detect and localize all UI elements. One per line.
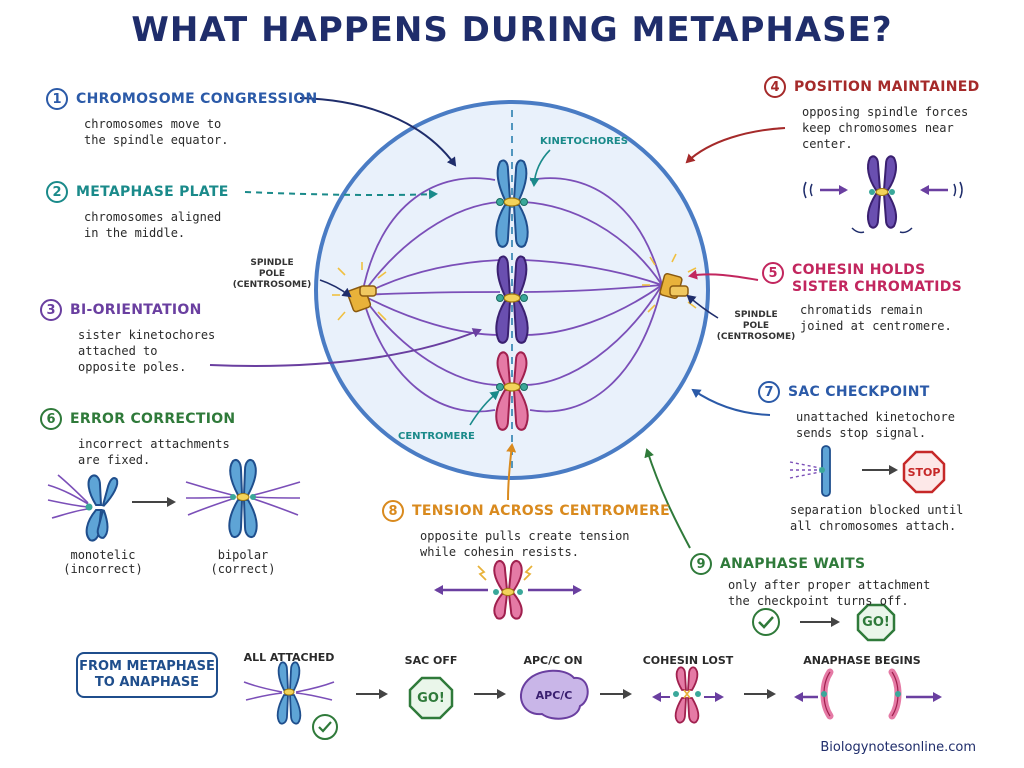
callout-title: CHROMOSOME CONGRESSION — [76, 90, 318, 107]
seq-go-sign — [408, 676, 454, 720]
bipolar-chromosome — [185, 459, 301, 538]
stop-sign-text: STOP — [907, 465, 941, 479]
callout-number: 9 — [690, 553, 712, 575]
monotelic-label: monotelic (incorrect) — [63, 548, 143, 576]
spindle-fibers — [361, 177, 663, 413]
anaphase-go-text: GO! — [862, 615, 890, 630]
callout-body: chromosomes aligned in the middle. — [84, 210, 222, 240]
callout-metaphase-plate: 2 METAPHASE PLATE chromosomes aligned in … — [46, 181, 296, 241]
callout-body: sister kinetochores attached to opposite… — [78, 328, 216, 374]
callout-title: SAC CHECKPOINT — [788, 383, 930, 400]
footer-site: Biologynotesonline.com — [820, 740, 976, 755]
callout-number: 5 — [762, 262, 784, 284]
spindle-pole-right — [642, 253, 697, 313]
seq-step-cohesin-lost: COHESIN LOST — [642, 654, 734, 667]
arrow-kinetochores — [529, 149, 551, 187]
kinetochores-label: KINETOCHORES — [540, 136, 628, 147]
arrow-tension — [506, 443, 517, 501]
callout-position-maintained: 4 POSITION MAINTAINED opposing spindle fo… — [764, 76, 1004, 152]
spindle-pole-left-label: SPINDLE POLE (CENTROSOME) — [232, 258, 312, 290]
arrow-sac — [691, 388, 771, 416]
arrow-metaphase-plate — [244, 189, 438, 200]
seq-step-anaphase-begins: ANAPHASE BEGINS — [803, 654, 921, 667]
monotelic-chromosome — [47, 474, 119, 542]
callout-title: COHESIN HOLDS SISTER CHROMATIDS — [792, 262, 963, 295]
tension-chromosome — [434, 560, 582, 620]
spindle-pole-right-label: SPINDLE POLE (CENTROSOME) — [716, 310, 796, 342]
seq-step-all-attached: ALL ATTACHED — [243, 651, 335, 664]
callout-congression: 1 CHROMOSOME CONGRESSION chromosomes move… — [46, 88, 336, 148]
callout-number: 6 — [40, 408, 62, 430]
arrow-position — [685, 127, 786, 164]
callout-body: unattached kinetochore sends stop signal… — [796, 410, 955, 440]
callout-title: ERROR CORRECTION — [70, 410, 236, 427]
stop-sign — [902, 450, 946, 494]
callout-bi-orientation: 3 BI-ORIENTATION sister kinetochores atta… — [40, 299, 290, 375]
callout-title: TENSION ACROSS CENTROMERE — [412, 502, 670, 519]
callout-body: opposite pulls create tension while cohe… — [420, 529, 630, 559]
seq-go-text: GO! — [417, 690, 445, 706]
callout-number: 8 — [382, 500, 404, 522]
callout-cohesin: 5 COHESIN HOLDS SISTER CHROMATIDS chromat… — [762, 262, 1002, 334]
callout-title: POSITION MAINTAINED — [794, 78, 980, 95]
callout-body: chromosomes move to the spindle equator. — [84, 117, 229, 147]
arrow-bi-orientation — [209, 328, 482, 367]
callout-number: 3 — [40, 299, 62, 321]
seq-step-sac-off: SAC OFF — [404, 654, 458, 667]
callout-number: 4 — [764, 76, 786, 98]
seq-all-attached-drawing — [243, 661, 338, 740]
position-chromosome — [803, 155, 963, 234]
callout-number: 2 — [46, 181, 68, 203]
callout-body: opposing spindle forces keep chromosomes… — [802, 105, 969, 151]
callout-sac-checkpoint: 7 SAC CHECKPOINT unattached kinetochore s… — [758, 381, 998, 441]
chromosome-purple — [495, 255, 529, 344]
arrow-anaphase-waits — [644, 448, 691, 549]
seq-cohesin-lost-drawing — [652, 666, 724, 724]
seq-apc-blob — [520, 669, 589, 720]
centromere-label: CENTROMERE — [398, 431, 475, 442]
chromosome-blue — [495, 159, 529, 248]
arrow-pole-left — [319, 279, 352, 298]
unattached-chromosome — [789, 445, 831, 497]
callout-anaphase-waits: 9 ANAPHASE WAITS only after proper attach… — [690, 553, 950, 609]
seq-apc-text: APC/C — [535, 688, 573, 702]
arrow-congression — [299, 97, 457, 167]
chromosome-pink — [495, 351, 529, 431]
seq-step-apc-on: APC/C ON — [523, 654, 583, 667]
arrow-cohesin — [688, 269, 759, 281]
arrow-centromere — [469, 390, 500, 426]
callout-number: 1 — [46, 88, 68, 110]
sac-note: separation blocked until all chromosomes… — [790, 503, 964, 533]
callout-body: only after proper attachment the checkpo… — [728, 578, 931, 608]
seq-anaphase-drawing — [794, 668, 942, 720]
callout-body: incorrect attachments are fixed. — [78, 437, 230, 467]
callout-error-correction: 6 ERROR CORRECTION incorrect attachments … — [40, 408, 300, 468]
spindle-pole-left — [332, 262, 387, 321]
callout-body: chromatids remain joined at centromere. — [800, 303, 952, 333]
bipolar-label: bipolar (correct) — [210, 548, 276, 576]
cell — [314, 100, 710, 480]
sequence-box-label: FROM METAPHASE TO ANAPHASE — [76, 652, 218, 698]
callout-title: METAPHASE PLATE — [76, 183, 229, 200]
callout-tension: 8 TENSION ACROSS CENTROMERE opposite pull… — [382, 500, 682, 560]
page-title: WHAT HAPPENS DURING METAPHASE? — [131, 10, 893, 50]
callout-title: ANAPHASE WAITS — [720, 555, 866, 572]
arrow-pole-right — [686, 294, 719, 319]
callout-title: BI-ORIENTATION — [70, 301, 202, 318]
anaphase-waits-icons — [752, 603, 896, 642]
callout-number: 7 — [758, 381, 780, 403]
